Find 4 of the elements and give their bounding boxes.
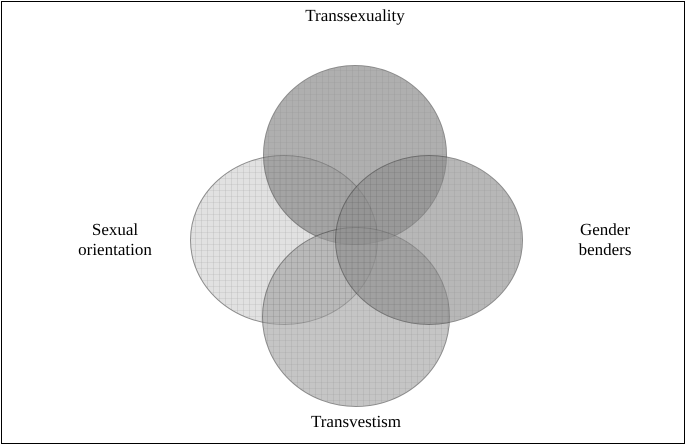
set-label: Sexual orientation xyxy=(77,220,153,260)
set-label: Transsexuality xyxy=(304,6,406,26)
set-label: Transvestism xyxy=(310,412,402,432)
set-label: Gender benders xyxy=(578,220,632,260)
